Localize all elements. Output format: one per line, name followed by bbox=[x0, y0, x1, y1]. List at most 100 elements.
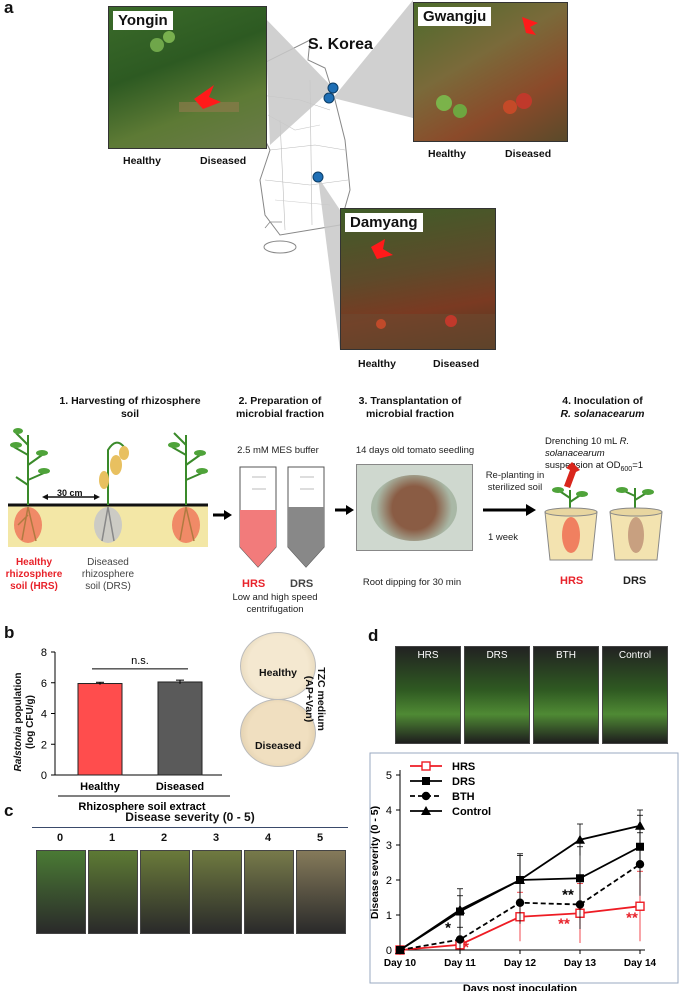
data-point bbox=[635, 820, 645, 830]
photo-damyang: Damyang bbox=[340, 208, 496, 350]
y-tick-label: 2 bbox=[386, 875, 392, 887]
severity-photo bbox=[296, 850, 346, 934]
data-point bbox=[575, 900, 585, 909]
data-point bbox=[515, 875, 525, 884]
step-3-title: 3. Transplantation of microbial fraction bbox=[358, 395, 462, 420]
bar-healthy bbox=[77, 683, 123, 776]
week-label: 1 week bbox=[487, 532, 519, 543]
treatment-photo: BTH bbox=[533, 646, 599, 744]
healthy-soil-label: Healthy rhizosphere soil (HRS) bbox=[5, 557, 63, 592]
legend-label: Control bbox=[452, 806, 491, 818]
chart-b-ylabel: Ralstonia population(log CFU/g) bbox=[13, 672, 36, 772]
tzc-medium-label: TZC medium (AP+Van) bbox=[303, 667, 327, 731]
plate-healthy-label: Healthy bbox=[259, 667, 297, 679]
severity-photo bbox=[192, 850, 242, 934]
chart-d-frame bbox=[369, 752, 679, 984]
severity-score-label: 5 bbox=[316, 832, 324, 844]
centrifuge-label: Low and high speed centrifugation bbox=[232, 592, 318, 615]
site-marker-yongin bbox=[327, 82, 339, 94]
x-tick-label: Day 12 bbox=[504, 958, 537, 969]
data-point bbox=[395, 945, 405, 954]
workflow-arrows bbox=[213, 504, 536, 520]
legend-label: HRS bbox=[452, 761, 475, 773]
photo-gwangju: Gwangju bbox=[413, 2, 568, 142]
treatment-photo-label: BTH bbox=[556, 650, 576, 661]
significance-label: n.s. bbox=[131, 655, 149, 667]
treatment-photo: HRS bbox=[395, 646, 461, 744]
step-1-title: 1. Harvesting of rhizosphere soil bbox=[59, 395, 201, 420]
inoculation-pots bbox=[544, 462, 663, 561]
y-tick-label: 4 bbox=[386, 805, 392, 817]
y-tick-label: 8 bbox=[41, 647, 47, 659]
drench-label: Drenching 10 mL R. solanacearum suspensi… bbox=[545, 436, 644, 473]
plate-healthy: Healthy bbox=[240, 632, 316, 700]
severity-photo bbox=[88, 850, 138, 934]
data-point bbox=[455, 904, 465, 914]
treatment-photo-label: HRS bbox=[417, 650, 439, 661]
data-point bbox=[421, 806, 431, 815]
damyang-diseased-label: Diseased bbox=[433, 358, 480, 370]
x-tick-label: Day 13 bbox=[564, 958, 597, 969]
plate-diseased-label: Diseased bbox=[254, 740, 302, 752]
severity-score-label: 1 bbox=[108, 832, 116, 844]
significance-asterisk: * bbox=[463, 939, 469, 956]
data-point bbox=[455, 935, 465, 944]
bar-diseased bbox=[157, 681, 203, 776]
significance-asterisk: * bbox=[445, 920, 451, 937]
x-axis-label: Rhizosphere soil extract bbox=[78, 801, 205, 813]
panel-letter-d: d bbox=[368, 626, 379, 645]
x-tick-label: Day 14 bbox=[624, 958, 657, 969]
y-tick-label: 6 bbox=[41, 678, 47, 690]
photo-yongin: Yongin bbox=[108, 6, 267, 149]
damyang-healthy-label: Healthy bbox=[358, 358, 396, 370]
data-point bbox=[421, 791, 431, 801]
severity-scale-rule bbox=[32, 827, 348, 828]
site-label-yongin: Yongin bbox=[113, 11, 173, 30]
severity-scale-title: Disease severity (0 - 5) bbox=[125, 810, 255, 824]
panel-letter-b: b bbox=[4, 623, 15, 642]
x-tick-label: Healthy bbox=[80, 781, 121, 793]
x-axis-label: Days post inoculation bbox=[463, 983, 578, 991]
site-marker-gwangju bbox=[323, 92, 335, 104]
severity-photo bbox=[36, 850, 86, 934]
arrow-icon bbox=[371, 239, 393, 259]
gwangju-healthy-label: Healthy bbox=[428, 148, 466, 160]
site-marker-damyang bbox=[312, 171, 324, 183]
pot-hrs-label: HRS bbox=[560, 575, 584, 587]
arrow-icon bbox=[522, 17, 538, 35]
dipping-label: Root dipping for 30 min bbox=[362, 577, 462, 588]
replant-label: Re-planting in sterilized soil bbox=[485, 470, 545, 493]
y-tick-label: 1 bbox=[386, 910, 392, 922]
significance-asterisk: ** bbox=[626, 910, 638, 927]
treatment-photo-label: DRS bbox=[486, 650, 508, 661]
treatment-photo-label: Control bbox=[618, 650, 652, 661]
significance-asterisk: ** bbox=[562, 886, 574, 903]
severity-score-label: 4 bbox=[264, 832, 272, 844]
data-point bbox=[575, 834, 585, 844]
data-point bbox=[635, 860, 645, 869]
treatment-photo: DRS bbox=[464, 646, 530, 744]
plate-diseased: Diseased bbox=[240, 699, 316, 767]
soil-plants-illustration bbox=[8, 428, 208, 547]
y-tick-label: 0 bbox=[386, 945, 392, 957]
x-tick-label: Diseased bbox=[156, 781, 204, 793]
treatment-photo-strip: HRS DRS BTH Control bbox=[395, 646, 669, 744]
x-tick-label: Day 10 bbox=[384, 958, 417, 969]
y-tick-label: 2 bbox=[41, 739, 47, 751]
centrifuge-tubes bbox=[239, 466, 325, 568]
severity-score-label: 3 bbox=[212, 832, 220, 844]
legend-label: DRS bbox=[452, 776, 475, 788]
treatment-photo: Control bbox=[602, 646, 668, 744]
seedling-label: 14 days old tomato seedling bbox=[355, 445, 475, 456]
y-tick-label: 5 bbox=[386, 770, 392, 782]
panel-letter-a: a bbox=[4, 0, 14, 17]
x-tick-label: Day 11 bbox=[444, 958, 476, 969]
map-country-label: S. Korea bbox=[308, 36, 373, 53]
buffer-label: 2.5 mM MES buffer bbox=[237, 445, 319, 456]
significance-asterisk: ** bbox=[558, 915, 570, 932]
y-axis-label: Disease severity (0 - 5) bbox=[369, 806, 381, 919]
site-label-gwangju: Gwangju bbox=[418, 7, 492, 26]
